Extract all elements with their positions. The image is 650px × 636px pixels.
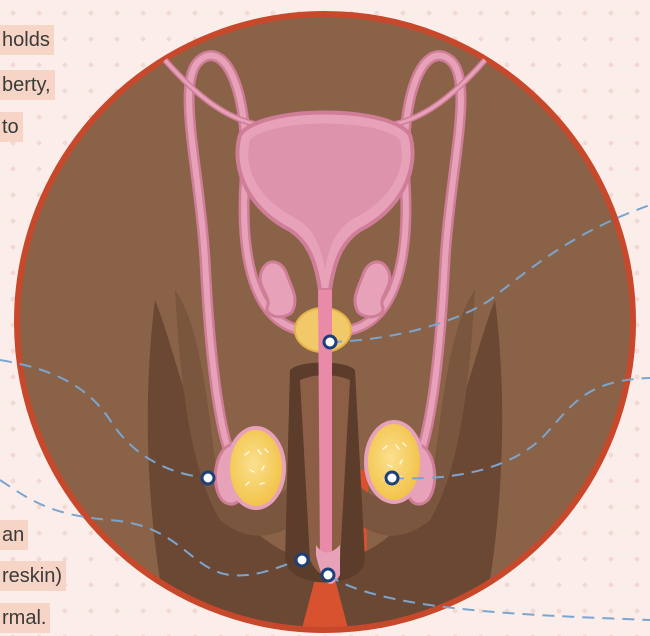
marker-glans [322,569,334,581]
marker-left-testis [202,472,214,484]
marker-right-testis [386,472,398,484]
marker-prostate [324,336,336,348]
left-testis [228,428,284,508]
marker-shaft [296,554,308,566]
urethra [318,290,332,570]
right-testis [366,422,422,502]
